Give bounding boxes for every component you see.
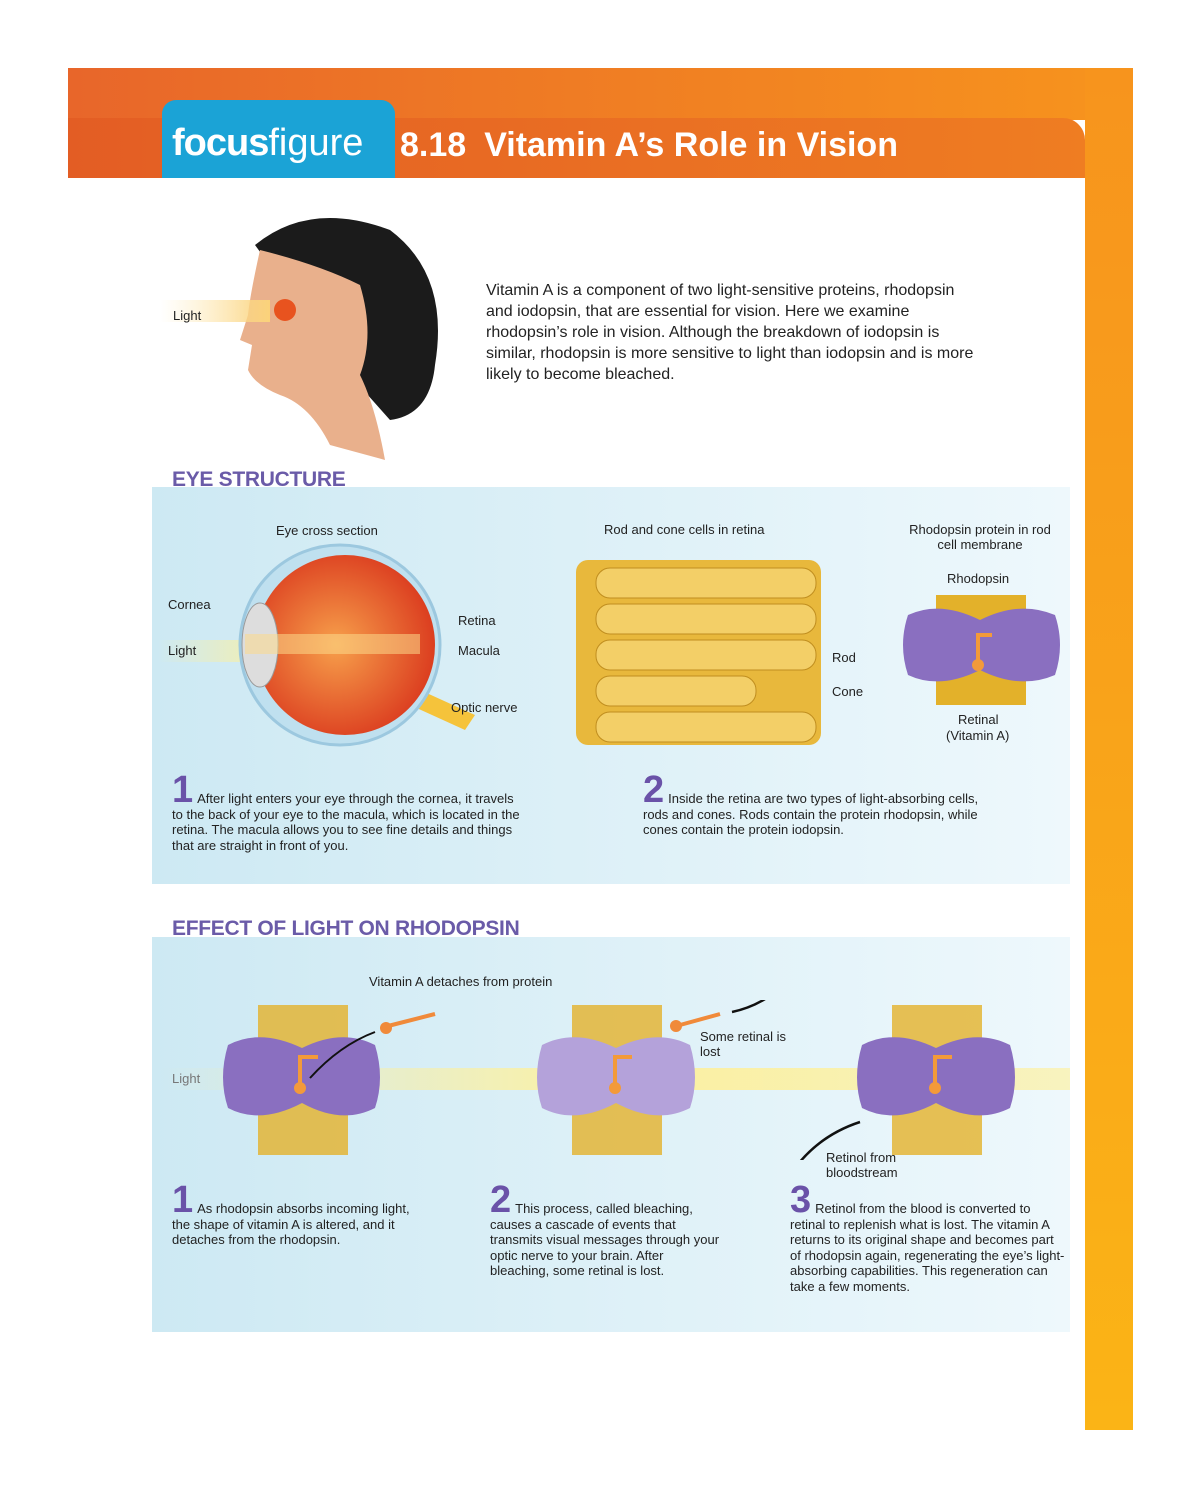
intro-text: Vitamin A is a component of two light-se… xyxy=(486,282,974,383)
brand-bold: focus xyxy=(172,122,269,164)
optic-nerve-label: Optic nerve xyxy=(451,700,518,715)
light-label: Light xyxy=(173,308,202,323)
rod-label: Rod xyxy=(832,650,856,665)
eye-structure-heading: EYE STRUCTURE xyxy=(172,468,346,491)
rhodopsin-stage-1 xyxy=(223,1005,436,1155)
head-illustration xyxy=(160,218,438,460)
retinal-label: Retinal xyxy=(958,712,999,727)
effect-heading: EFFECT OF LIGHT ON RHODOPSIN xyxy=(172,917,520,940)
step-number: 2 xyxy=(643,769,665,811)
figure-number: 8.18 xyxy=(400,126,467,164)
bloodstream-label: Retinol from bloodstream xyxy=(826,1150,898,1180)
cone-label: Cone xyxy=(832,684,864,699)
rhodopsin-label: Rhodopsin xyxy=(947,571,1010,586)
step-text: Retinol from the blood is converted to r… xyxy=(790,1201,1065,1294)
rhodopsin-stage-3 xyxy=(799,1005,1015,1160)
step-number: 2 xyxy=(490,1179,512,1221)
brand-light: figure xyxy=(268,122,364,164)
retinal-lost-label: Some retinal is lost xyxy=(700,1029,786,1059)
vitamin-a-label: (Vitamin A) xyxy=(946,728,1010,743)
macula-label: Macula xyxy=(458,643,500,658)
step-text: After light enters your eye through the … xyxy=(172,791,520,853)
step-text: Inside the retina are two types of light… xyxy=(643,791,979,837)
step-number: 1 xyxy=(172,769,194,811)
step-text: This process, called bleaching, causes a… xyxy=(490,1201,720,1278)
rhodopsin-title: Rhodopsin protein in rod cell membrane xyxy=(909,522,1051,552)
eye-cross-section-title: Eye cross section xyxy=(276,523,378,538)
step-text: As rhodopsin absorbs incoming light, the… xyxy=(172,1201,410,1247)
rhodopsin-stage-2 xyxy=(537,1000,766,1155)
cornea-label: Cornea xyxy=(168,597,211,612)
rod-cone-cells xyxy=(576,560,821,745)
eye-light-label: Light xyxy=(168,643,197,658)
page-title: 8.18 Vitamin A’s Role in Vision xyxy=(400,126,898,165)
rod-cone-title: Rod and cone cells in retina xyxy=(604,522,765,537)
retina-label: Retina xyxy=(458,613,496,628)
rhodopsin-protein xyxy=(903,595,1060,705)
effect-light-label: Light xyxy=(172,1071,201,1086)
side-band xyxy=(1085,68,1133,1430)
eye-cross-section xyxy=(238,543,475,747)
rhodopsin-sequence xyxy=(223,1000,1015,1160)
focus-figure-logo: focusfigure xyxy=(162,100,395,178)
step-number: 3 xyxy=(790,1179,812,1221)
figure-title: Vitamin A’s Role in Vision xyxy=(484,126,898,164)
detaches-label: Vitamin A detaches from protein xyxy=(369,974,553,989)
step-number: 1 xyxy=(172,1179,194,1221)
